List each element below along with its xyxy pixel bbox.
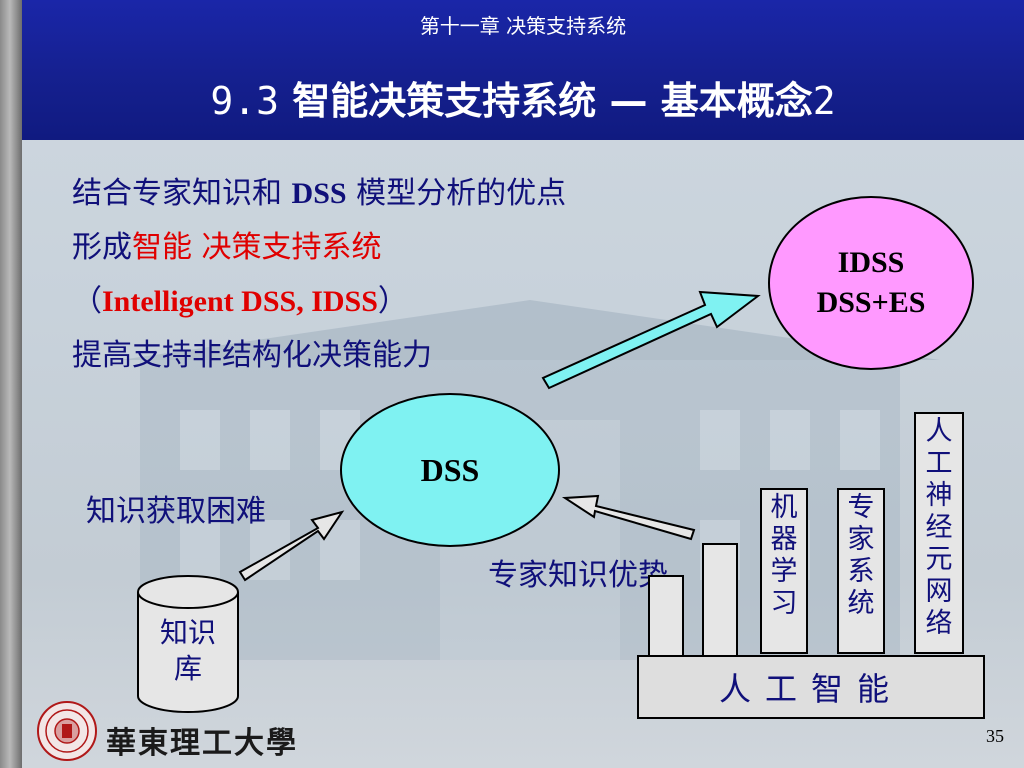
line1-dss: DSS [291, 177, 347, 210]
pillar-blank-2 [702, 543, 738, 659]
header-band [22, 0, 1024, 140]
line2-highlight: 智能 决策支持系统 [132, 230, 382, 265]
dss-ellipse: DSS [340, 393, 560, 547]
title-dash: — [609, 79, 648, 123]
pillar-ml-char: 机 [770, 492, 798, 523]
idss-formula: DSS+ES [816, 286, 926, 319]
body-line-4: 提高支持非结构化决策能力 [72, 338, 432, 373]
idss-label: IDSS [837, 246, 905, 279]
knowledge-base-cylinder [137, 575, 239, 713]
pillar-nn-char: 络 [925, 608, 953, 639]
title-suffix: 2 [812, 79, 836, 123]
pillar-nn-char: 人 [925, 416, 953, 447]
title-tail: 基本概念 [660, 79, 813, 123]
pillar-neural-network: 人 工 神 经 元 网 络 [914, 412, 964, 654]
line2-prefix: 形成 [72, 230, 132, 265]
chapter-title: 第十一章 决策支持系统 [419, 14, 627, 38]
university-name: 華東理工大學 [106, 726, 298, 761]
line1-suffix: 模型分析的优点 [356, 176, 567, 211]
pillar-nn-char: 工 [925, 448, 953, 479]
line1-prefix: 结合专家知识和 [72, 176, 282, 211]
university-seal-icon [37, 701, 97, 761]
pillar-es-char: 家 [847, 524, 875, 555]
knowledge-base-label: 知识 库 [136, 615, 240, 687]
pillar-es-char: 专 [847, 492, 875, 523]
dss-label: DSS [420, 451, 480, 488]
left-decor-bar [0, 0, 22, 768]
kb-line-1: 知识 [159, 616, 216, 649]
pillar-nn-char: 神 [925, 480, 953, 511]
line3-highlight: Intelligent DSS, IDSS [102, 285, 378, 318]
pillar-ml-char: 习 [770, 588, 798, 619]
ai-base-box: 人工智能 [637, 655, 985, 719]
slide-title: 9.3 智能决策支持系统 — 基本概念2 [22, 70, 1024, 125]
line3-open-paren: （ [72, 284, 102, 319]
pillar-ml-char: 器 [770, 524, 798, 555]
line3-close-paren: ） [377, 284, 408, 319]
pillar-nn-char: 网 [925, 576, 953, 607]
pillar-expert-system: 专 家 系 统 [837, 488, 885, 654]
title-text: 智能决策支持系统 [292, 79, 597, 123]
pillar-nn-char: 元 [925, 544, 953, 575]
body-line-2: 形成智能 决策支持系统 [72, 222, 382, 266]
pillar-ml-char: 学 [770, 556, 798, 587]
arrow-kb-to-dss [238, 510, 345, 582]
kb-line-2: 库 [173, 652, 202, 685]
pillar-es-char: 统 [847, 588, 875, 619]
pillar-machine-learning: 机 器 学 习 [760, 488, 808, 654]
knowledge-difficulty-label: 知识获取困难 [86, 494, 266, 529]
page-number: 35 [986, 726, 1004, 746]
big-arrow-dss-to-idss [541, 290, 761, 390]
arrow-ai-to-dss [561, 494, 696, 541]
pillar-es-char: 系 [847, 556, 875, 587]
pillar-blank-1 [648, 575, 684, 659]
expert-advantage-label: 专家知识优势 [488, 558, 668, 593]
body-line-3: （Intelligent DSS, IDSS） [72, 276, 408, 320]
body-line-1: 结合专家知识和 DSS 模型分析的优点 [72, 168, 566, 212]
pillar-nn-char: 经 [925, 512, 953, 543]
idss-ellipse: IDSS DSS+ES [768, 196, 974, 370]
title-number: 9.3 [210, 79, 279, 123]
